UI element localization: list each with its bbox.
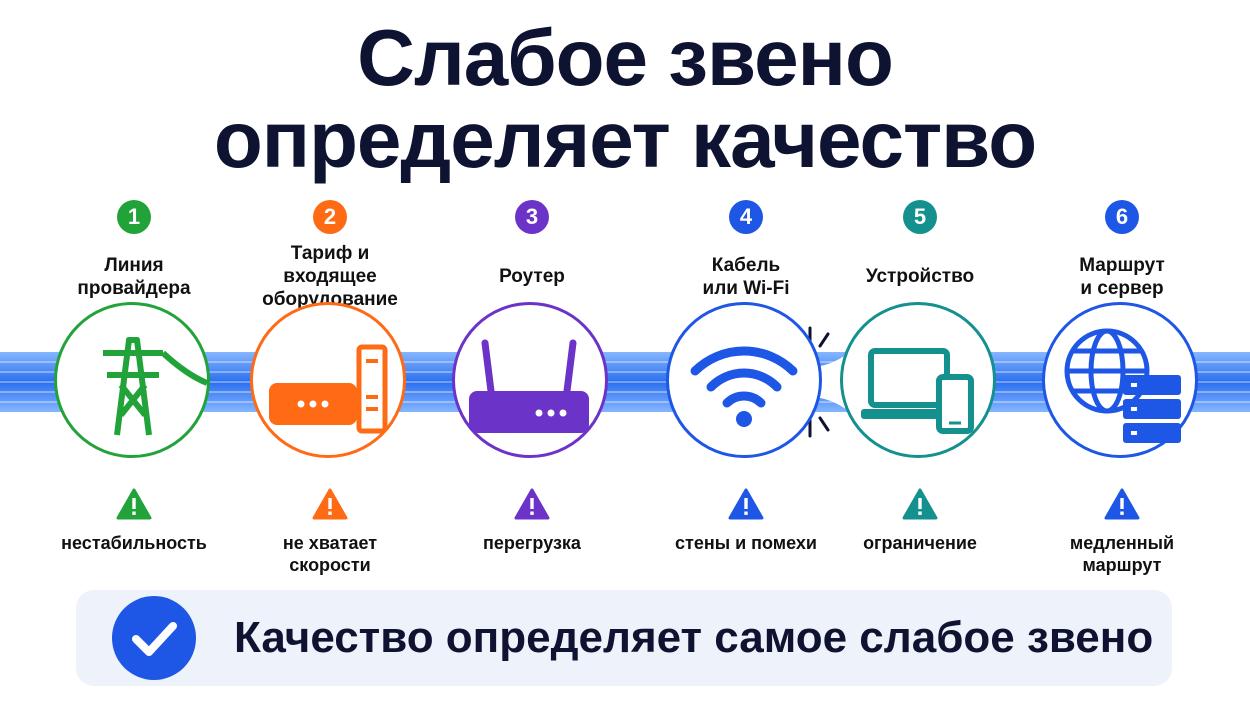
wifi-icon bbox=[690, 346, 798, 427]
stage-number: 3 bbox=[515, 200, 549, 234]
modem-and-ont-icon bbox=[269, 344, 388, 434]
stage-issue: нестабильность bbox=[61, 533, 207, 553]
stage-number: 6 bbox=[1105, 200, 1139, 234]
warning-icon bbox=[312, 488, 348, 520]
conclusion-text: Качество определяет самое слабое звено bbox=[234, 613, 1154, 662]
stage-label: Устройство bbox=[865, 266, 975, 287]
stage-icon-circle bbox=[840, 302, 996, 458]
checkmark-badge bbox=[112, 596, 196, 680]
warning-icon bbox=[514, 488, 550, 520]
stage-icon-circle bbox=[1042, 302, 1198, 458]
stage-issue: перегрузка bbox=[483, 533, 581, 553]
stage-icon-circle bbox=[250, 302, 406, 458]
stage-label: Роутер bbox=[499, 266, 565, 287]
title-line-2: определяет качество bbox=[213, 95, 1037, 184]
stage-icon-circle bbox=[452, 302, 608, 458]
router-icon bbox=[469, 339, 589, 433]
stage-issue: ограничение bbox=[863, 533, 977, 553]
power-line-tower-icon bbox=[103, 337, 207, 436]
warning-icon bbox=[728, 488, 764, 520]
warning-icon bbox=[116, 488, 152, 520]
warning-icon bbox=[1104, 488, 1140, 520]
conclusion-banner: Качество определяет самое слабое звено bbox=[76, 590, 1172, 686]
stage-icon-circle bbox=[54, 302, 210, 458]
stage-icon-circle bbox=[666, 302, 822, 458]
title-line-1: Слабое звено bbox=[357, 13, 894, 102]
laptop-and-phone-icon bbox=[861, 348, 974, 434]
stage-number: 2 bbox=[313, 200, 347, 234]
globe-and-server-icon bbox=[1064, 328, 1181, 443]
stage-number: 4 bbox=[729, 200, 763, 234]
warning-icon bbox=[902, 488, 938, 520]
stage-number: 5 bbox=[903, 200, 937, 234]
stage-number: 1 bbox=[117, 200, 151, 234]
stage-issue: стены и помехи bbox=[675, 533, 817, 553]
checkmark-icon bbox=[132, 622, 177, 656]
